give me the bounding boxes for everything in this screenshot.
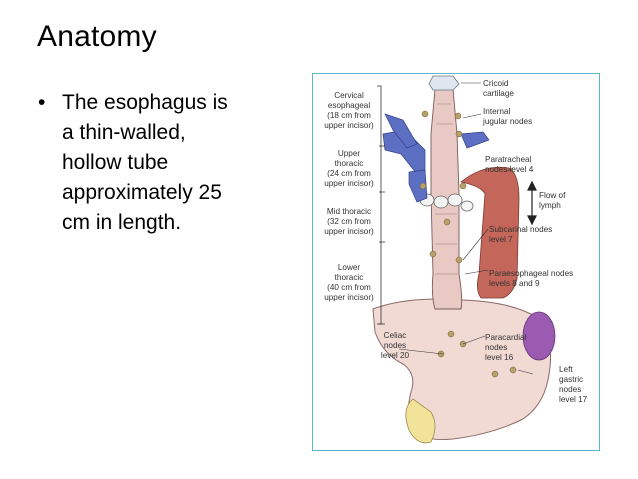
bullet-line: hollow tube <box>62 151 169 174</box>
svg-text:jugular nodes: jugular nodes <box>482 117 532 126</box>
cervical-label-line: (18 cm from <box>327 111 371 120</box>
cervical-label-line: upper incisor) <box>324 121 374 130</box>
lymph-nodes <box>419 110 517 378</box>
lower-label-line: upper incisor) <box>324 293 374 302</box>
svg-text:Flow of: Flow of <box>539 191 566 200</box>
cervical-label-line: Cervical <box>334 91 364 100</box>
flow-label-line: lymph <box>539 201 561 210</box>
bullet-list: • The esophagus is a thin-walled, hollow… <box>38 88 278 238</box>
svg-text:esophageal: esophageal <box>328 101 371 110</box>
left-labels: Cervical esophageal (18 cm from upper in… <box>324 91 409 360</box>
svg-text:Paratracheal: Paratracheal <box>485 155 532 164</box>
paracardial-label-line: Paracardial <box>485 333 527 342</box>
cervical-label-line: esophageal <box>328 101 371 110</box>
svg-text:(24 cm from: (24 cm from <box>327 169 371 178</box>
left-gastric-label-line: level 17 <box>559 395 588 404</box>
celiac-label-line: Celiac <box>384 331 407 340</box>
slide-title: Anatomy <box>37 20 157 53</box>
svg-text:upper incisor): upper incisor) <box>324 227 374 236</box>
stomach-shape <box>372 298 552 440</box>
bullet-line: cm in length. <box>62 211 182 234</box>
paraesophageal-label-line: levels 8 and 9 <box>489 279 540 288</box>
svg-text:nodes: nodes <box>384 341 406 350</box>
paratracheal-label-line: nodes level 4 <box>485 165 534 174</box>
flow-label-line: Flow of <box>539 191 566 200</box>
svg-text:levels 8 and 9: levels 8 and 9 <box>489 279 540 288</box>
cricoid-cartilage-shape <box>428 75 460 91</box>
jugular-label-line: jugular nodes <box>482 117 532 126</box>
svg-text:lymph: lymph <box>539 201 561 210</box>
svg-text:Left: Left <box>559 365 573 374</box>
cricoid-label-line: cartilage <box>483 89 514 98</box>
duodenum-shape <box>405 398 436 444</box>
svg-text:thoracic: thoracic <box>335 159 364 168</box>
cricoid-label-line: Cricoid <box>483 79 509 88</box>
upper-label-line: upper incisor) <box>324 179 374 188</box>
svg-text:Subcarinal nodes: Subcarinal nodes <box>489 225 552 234</box>
bullet-dot-icon: • <box>38 91 46 114</box>
svg-text:Upper: Upper <box>338 149 361 158</box>
esophagus-anatomy-figure: Cervical esophageal (18 cm from upper in… <box>312 73 600 451</box>
svg-text:Paraesophageal nodes: Paraesophageal nodes <box>489 269 573 278</box>
svg-text:Internal: Internal <box>483 107 510 116</box>
svg-text:gastric: gastric <box>559 375 583 384</box>
left-gastric-label-line: nodes <box>559 385 581 394</box>
svg-text:level 20: level 20 <box>381 351 410 360</box>
svg-text:Lower: Lower <box>338 263 361 272</box>
svg-text:(40 cm from: (40 cm from <box>327 283 371 292</box>
subcarinal-label-line: Subcarinal nodes <box>489 225 552 234</box>
left-gastric-label-line: Left <box>559 365 573 374</box>
upper-label-line: Upper <box>338 149 361 158</box>
lower-label-line: Lower <box>338 263 361 272</box>
paracardial-label-line: level 16 <box>485 353 514 362</box>
bullet-line: approximately 25 <box>62 181 222 204</box>
mid-label-line: (32 cm from <box>327 217 371 226</box>
svg-text:Mid thoracic: Mid thoracic <box>327 207 371 216</box>
svg-text:nodes level 4: nodes level 4 <box>485 165 534 174</box>
svg-text:Cricoid: Cricoid <box>483 79 509 88</box>
lower-label-line: thoracic <box>335 273 364 282</box>
celiac-label-line: nodes <box>384 341 406 350</box>
right-labels: Cricoid cartilage Internal jugular nodes… <box>482 79 588 404</box>
anatomy-illustration: Cervical esophageal (18 cm from upper in… <box>324 75 588 444</box>
svg-text:level 7: level 7 <box>489 235 513 244</box>
paratracheal-label-line: Paratracheal <box>485 155 532 164</box>
svg-text:(32 cm from: (32 cm from <box>327 217 371 226</box>
svg-text:thoracic: thoracic <box>335 273 364 282</box>
svg-text:level 16: level 16 <box>485 353 514 362</box>
spleen-shape <box>522 311 556 361</box>
svg-text:Cervical: Cervical <box>334 91 364 100</box>
level-bracket <box>377 85 385 325</box>
lower-label-line: (40 cm from <box>327 283 371 292</box>
svg-text:nodes: nodes <box>485 343 507 352</box>
upper-label-line: thoracic <box>335 159 364 168</box>
upper-label-line: (24 cm from <box>327 169 371 178</box>
aorta-shape <box>460 166 520 299</box>
bullet-item: • The esophagus is a thin-walled, hollow… <box>38 88 278 238</box>
svg-text:nodes: nodes <box>559 385 581 394</box>
svg-text:upper incisor): upper incisor) <box>324 121 374 130</box>
bullet-line: a thin-walled, <box>62 121 186 144</box>
celiac-label-line: level 20 <box>381 351 410 360</box>
mid-label-line: upper incisor) <box>324 227 374 236</box>
subcarinal-label-line: level 7 <box>489 235 513 244</box>
paraesophageal-label-line: Paraesophageal nodes <box>489 269 573 278</box>
jugular-label-line: Internal <box>483 107 510 116</box>
svg-text:Paracardial: Paracardial <box>485 333 527 342</box>
veins-shape <box>382 113 490 203</box>
flow-arrow-icon <box>527 180 537 226</box>
svg-text:cartilage: cartilage <box>483 89 514 98</box>
svg-text:(18 cm from: (18 cm from <box>327 111 371 120</box>
svg-text:level 17: level 17 <box>559 395 588 404</box>
svg-text:upper incisor): upper incisor) <box>324 179 374 188</box>
paracardial-label-line: nodes <box>485 343 507 352</box>
svg-text:Celiac: Celiac <box>384 331 407 340</box>
left-gastric-label-line: gastric <box>559 375 583 384</box>
svg-text:upper incisor): upper incisor) <box>324 293 374 302</box>
bullet-line: The esophagus is <box>62 91 228 114</box>
mid-label-line: Mid thoracic <box>327 207 371 216</box>
leader-lines <box>398 82 534 375</box>
